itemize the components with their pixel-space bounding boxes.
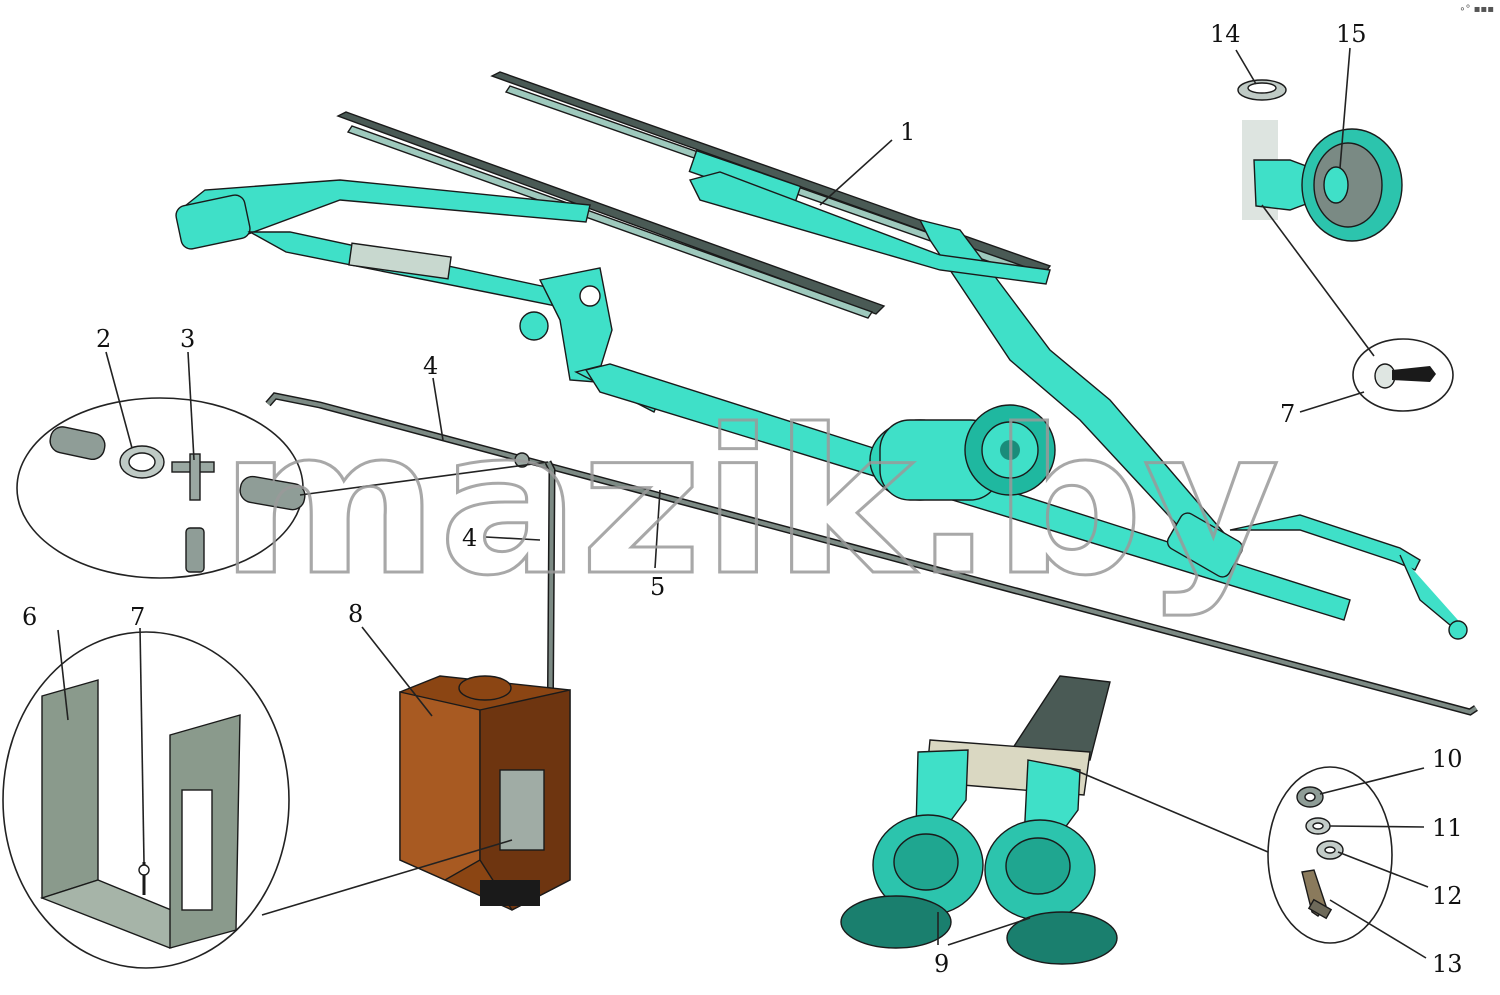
- callout-5: 5: [650, 573, 665, 601]
- callout-11: 11: [1432, 814, 1463, 842]
- corner-mark: ∘° ▪▪▪: [1459, 4, 1494, 15]
- callout-15: 15: [1336, 20, 1367, 48]
- fastener-detail: [1267, 766, 1393, 944]
- wiper-blade-lower: [336, 111, 886, 319]
- callout-4-rod: 4: [423, 352, 438, 380]
- watermark: mazik.by: [219, 386, 1282, 622]
- callout-9: 9: [934, 950, 949, 978]
- hose-clamp-detail: [16, 397, 306, 579]
- bracket-detail: [2, 631, 290, 969]
- callout-10: 10: [1432, 745, 1463, 773]
- screw-detail: [1352, 338, 1454, 412]
- washer-rod: [265, 392, 1478, 761]
- motor-mount-detail: [1237, 79, 1403, 242]
- washer-reservoir: [399, 675, 571, 911]
- horn-assembly: [840, 675, 1118, 965]
- watermark-text: mazik.by: [220, 387, 1280, 620]
- callout-2: 2: [96, 325, 111, 353]
- callout-6: 6: [22, 603, 37, 631]
- callout-8: 8: [348, 600, 363, 628]
- wiper-arm-assembly: [175, 179, 661, 413]
- callout-4-tube: 4: [462, 524, 477, 552]
- callout-13: 13: [1432, 950, 1463, 978]
- callout-7-left: 7: [130, 603, 145, 631]
- callout-1: 1: [900, 118, 915, 146]
- callout-3: 3: [180, 325, 195, 353]
- wiper-motor: [869, 404, 1056, 501]
- leader-lines: [57, 47, 1429, 959]
- callout-7-right: 7: [1280, 400, 1295, 428]
- callout-labels: 1 2 3 4 4 5 6 7 7 8 9 10 11 12 13 14 15: [22, 20, 1463, 978]
- callout-12: 12: [1432, 882, 1463, 910]
- callout-14: 14: [1210, 20, 1241, 48]
